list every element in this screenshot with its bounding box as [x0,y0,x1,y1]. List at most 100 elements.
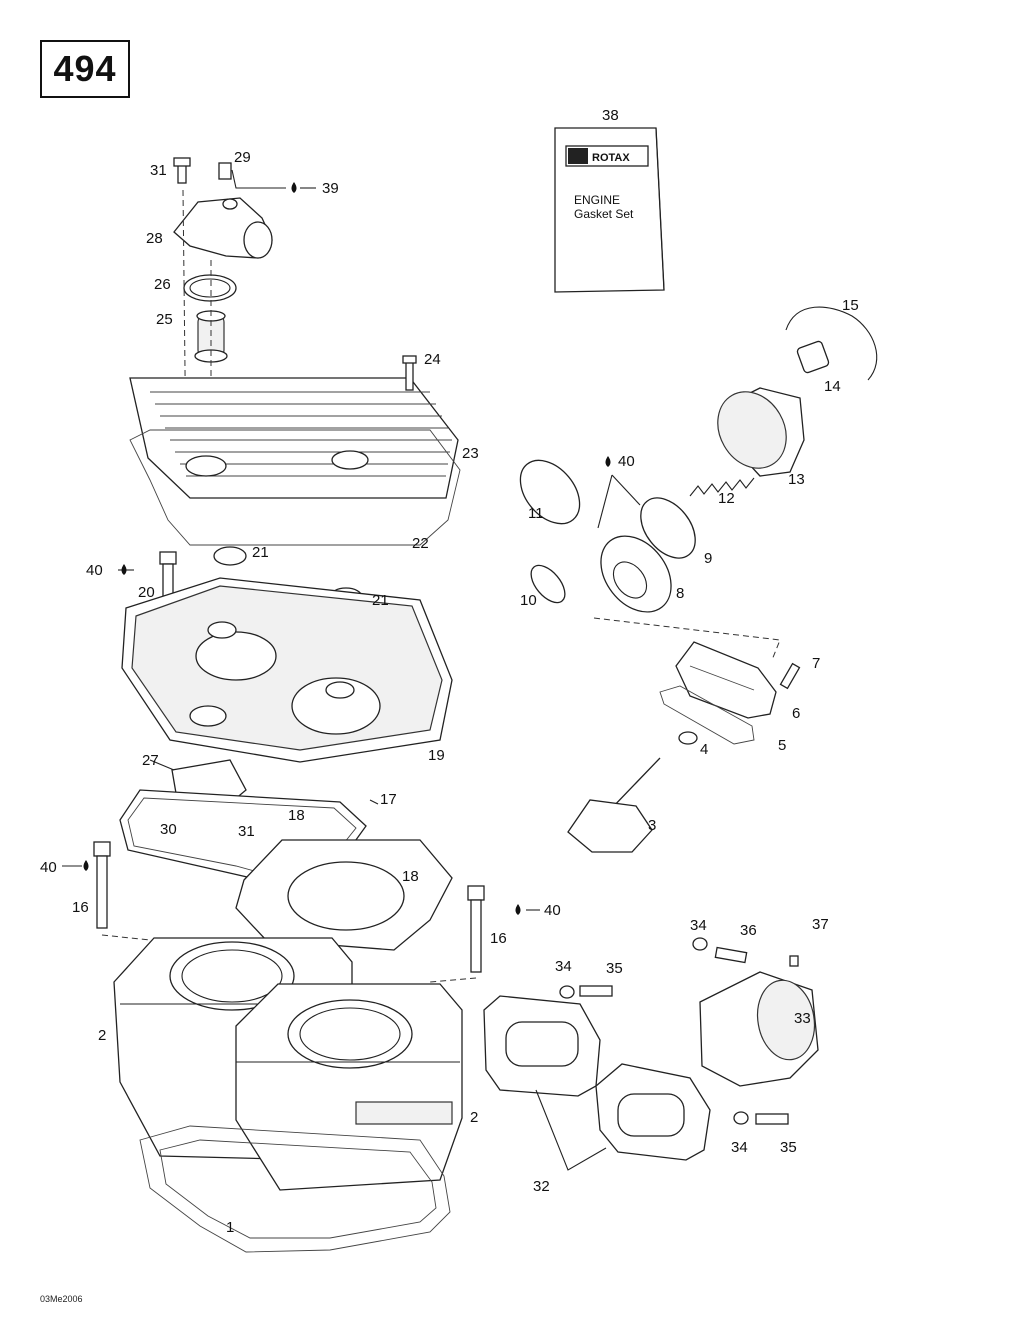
callout-27: 27 [142,752,159,769]
callout-35: 35 [780,1139,797,1156]
o-ring-4 [678,731,698,745]
callout-21: 21 [252,544,269,561]
cylinder-head [121,577,453,763]
callout-40: 40 [618,453,635,470]
callout-23: 23 [462,445,479,462]
callout-37: 37 [812,916,829,933]
callout-24: 24 [424,351,441,368]
callout-19: 19 [428,747,445,764]
callout-18: 18 [288,807,305,824]
seal-8 [600,535,672,613]
callout-3: 3 [648,817,656,834]
callout-2: 2 [470,1109,478,1126]
callout-40: 40 [86,562,103,579]
callout-11: 11 [528,505,544,522]
callout-34: 34 [690,917,707,934]
oil-drop-icon [121,564,127,575]
callout-17: 17 [380,791,397,808]
callout-35: 35 [606,960,623,977]
plug-37 [789,955,799,967]
footer-code: 03Me2006 [40,1294,83,1304]
callout-18: 18 [402,868,419,885]
callout-labels: 38 31 29 39 28 26 25 24 15 14 23 40 13 1… [40,107,859,1236]
exhaust-elbow-33 [699,971,819,1087]
callout-16: 16 [72,899,89,916]
bolt-16-right [467,885,485,973]
bolt-35a [579,985,613,997]
callout-28: 28 [146,230,163,247]
callout-39: 39 [322,180,339,197]
callout-4: 4 [700,741,708,758]
bolt-7 [779,662,801,690]
exhaust-manifold-32 [483,995,711,1161]
oil-drop-icon [605,456,611,467]
washer-34c [733,1111,749,1125]
page-number: 494 [53,48,117,89]
wire-clip-15 [785,306,878,381]
callout-20: 20 [138,584,155,601]
callout-14: 14 [824,378,841,395]
callout-8: 8 [676,585,684,602]
callout-40: 40 [40,859,57,876]
bolt-24 [405,359,414,391]
cylinder-head-cover [129,355,459,499]
spring-12 [689,477,755,497]
callout-12: 12 [718,490,735,507]
valve-cover-13 [717,387,805,477]
cylinder-right [235,983,463,1191]
callout-38: 38 [602,107,619,124]
kit-line1: ENGINE [574,193,620,207]
o-ring-10 [530,564,566,604]
callout-6: 6 [792,705,800,722]
valve-housing-6 [675,641,777,719]
callout-7: 7 [812,655,820,672]
callout-25: 25 [156,311,173,328]
callout-10: 10 [520,592,537,609]
callout-1: 1 [226,1219,234,1236]
bolt-16-left [93,841,111,929]
rotax-embossed-logo [355,1101,453,1125]
callout-31: 31 [238,823,255,840]
cap-14 [796,340,830,374]
oil-drop-icon [515,904,521,915]
callout-29: 29 [234,149,251,166]
bolt-36 [714,946,748,964]
washer-34b [692,937,708,951]
kit-line2: Gasket Set [574,207,634,221]
callout-5: 5 [778,737,786,754]
callout-33: 33 [794,1010,811,1027]
gasket-kit-box: ROTAX ENGINE Gasket Set [554,127,665,293]
callout-36: 36 [740,922,757,939]
oil-drop-icon [291,182,297,193]
callout-22: 22 [412,535,429,552]
callout-13: 13 [788,471,805,488]
seal-9 [640,497,696,559]
gasket-5 [659,685,755,745]
callout-34: 34 [731,1139,748,1156]
oil-drop-icon [83,860,89,871]
callout-40: 40 [544,902,561,919]
page-number-box: 494 [40,40,130,98]
thermostat-housing [173,157,273,462]
rotary-valve-shaft-3 [567,757,661,853]
callout-21: 21 [372,592,389,609]
base-gasket-1 [139,1125,451,1253]
gasket-22 [129,429,461,546]
callout-2: 2 [98,1027,106,1044]
callout-30: 30 [160,821,177,838]
kit-brand: ROTAX [592,152,630,164]
o-ring-11 [519,459,581,525]
callout-9: 9 [704,550,712,567]
callout-31: 31 [150,162,167,179]
callout-16: 16 [490,930,507,947]
callout-26: 26 [154,276,171,293]
plug-29 [218,162,232,180]
callout-15: 15 [842,297,859,314]
callout-32: 32 [533,1178,550,1195]
bolt-35b [755,1113,789,1125]
rotax-logo-icon [568,148,588,164]
callout-34: 34 [555,958,572,975]
washer-34a [559,985,575,999]
o-ring-21a [213,546,247,566]
